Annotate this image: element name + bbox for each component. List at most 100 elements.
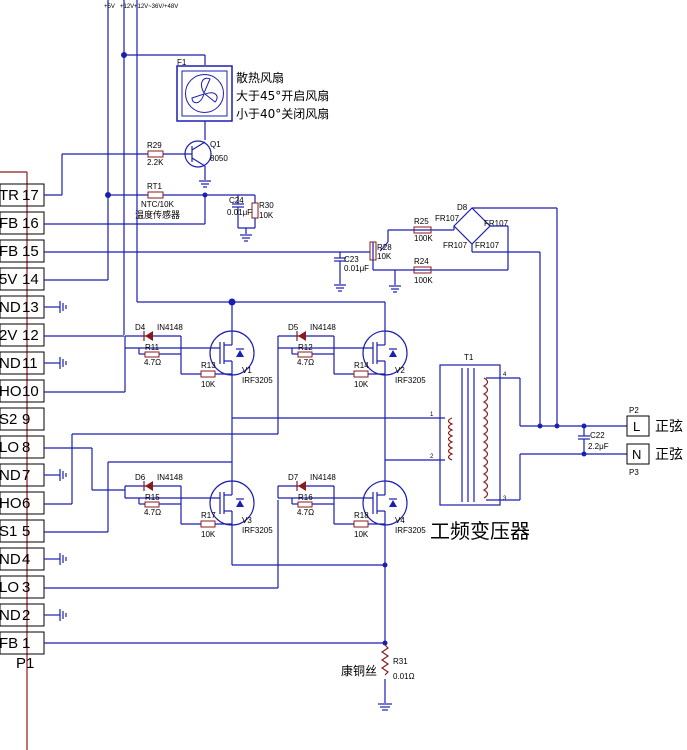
pin-number: 7 — [22, 467, 30, 484]
c22-ref: C22 — [590, 431, 605, 440]
pin-number: 16 — [22, 215, 39, 232]
pin-number: 10 — [22, 383, 39, 400]
r31-value: 0.01Ω — [393, 672, 415, 681]
r30-value: 10K — [259, 211, 274, 220]
c24-ref: C24 — [229, 196, 244, 205]
pin-number: 11 — [22, 355, 38, 372]
r24-value: 100K — [414, 276, 433, 285]
out-l-text: 正弦 — [655, 419, 683, 435]
h-bridge — [44, 298, 445, 646]
pulldown-resistor — [200, 370, 216, 378]
r30-ref: R30 — [259, 201, 274, 210]
pin-number: 5 — [22, 523, 30, 540]
pin-number: 15 — [22, 243, 39, 260]
r29-ref: R29 — [147, 141, 162, 150]
gate-resistor-value: 4.7Ω — [144, 358, 161, 367]
diode-ref: D6 — [135, 473, 146, 482]
gate-resistor-value: 4.7Ω — [144, 508, 161, 517]
gate-resistor-ref: R16 — [298, 493, 313, 502]
pulldown-resistor — [353, 520, 369, 528]
q1-transistor: Q1 8050 — [163, 140, 228, 188]
d8-diode-d: FR107 — [475, 241, 500, 250]
t1-pin1: 1 — [430, 412, 434, 418]
gate-resistor-ref: R15 — [145, 493, 160, 502]
diode-part: IN4148 — [157, 473, 183, 482]
gate-resistor-ref: R12 — [298, 343, 313, 352]
pin-number: 14 — [22, 271, 39, 288]
bridge-d8: D8 FR107 FR107 FR107 FR107 — [388, 203, 558, 426]
c23-value: 0.01μF — [344, 264, 369, 273]
fan-label-3: 小于40°关闭风扇 — [236, 106, 329, 121]
pulldown-value: 10K — [354, 380, 369, 389]
pin-number: 3 — [22, 579, 30, 596]
diode-part: IN4148 — [310, 473, 336, 482]
pin-number: 1 — [22, 635, 30, 652]
pin-name: HO — [0, 383, 22, 400]
rail-12v-label: +12V — [120, 4, 134, 10]
d8-ref: D8 — [457, 203, 468, 212]
t1-pin2: 2 — [430, 454, 434, 460]
shunt-r31: R31 0.01Ω 康铜丝 — [341, 644, 415, 711]
pin-name: LO — [0, 439, 19, 456]
power-rails: +5V +12V +12V~36V/+48V — [44, 0, 370, 337]
c23-ref: C23 — [344, 255, 359, 264]
fan-ref: F1 — [177, 58, 187, 67]
r31-note: 康铜丝 — [341, 663, 377, 678]
pin-number: 2 — [22, 607, 30, 624]
diode-symbol — [145, 481, 153, 491]
diode-symbol — [298, 331, 306, 341]
d8-diode-a: FR107 — [435, 214, 460, 223]
pin-number: 6 — [22, 495, 30, 512]
pin-name: ND — [0, 355, 21, 372]
pulldown-value: 10K — [201, 380, 216, 389]
pin-name: TR — [0, 187, 19, 204]
connector-ref: P1 — [16, 655, 34, 672]
rt1-ref: RT1 — [147, 182, 163, 191]
gate-resistor-value: 4.7Ω — [297, 358, 314, 367]
transformer-t1: T1 1 2 3 4 工频变压器 — [430, 353, 530, 543]
capacitor-c23: C23 0.01μF — [334, 252, 369, 292]
out-n-ref: P3 — [629, 468, 639, 477]
pin-number: 8 — [22, 439, 30, 456]
gate-resistor — [144, 351, 160, 358]
out-n-letter: N — [632, 447, 641, 462]
gate-resistor — [297, 351, 313, 358]
r25-value: 100K — [414, 234, 433, 243]
fan-f1: F1 散热风扇 大于45°开启风扇 小于40°关闭风扇 — [176, 58, 329, 140]
resistor-r29: R29 2.2K — [147, 141, 164, 167]
out-n-text: 正弦 — [655, 447, 683, 463]
diode-ref: D4 — [135, 323, 146, 332]
diode-ref: D5 — [288, 323, 299, 332]
mosfet-part: IRF3205 — [242, 376, 273, 385]
pin-name: 2V — [0, 327, 17, 344]
resistor-r24: R24 100K — [413, 257, 433, 285]
pulldown-ref: R13 — [201, 361, 216, 370]
r28-ref: R28 — [377, 243, 392, 252]
pulldown-value: 10K — [354, 530, 369, 539]
pulldown-ref: R17 — [201, 511, 216, 520]
pulldown-ref: R18 — [354, 511, 369, 520]
c24-value: 0.01μF — [227, 208, 252, 217]
d8-diode-c: FR107 — [443, 241, 468, 250]
rail-hv-label: +12V~36V/+48V — [134, 4, 178, 10]
q1-value: 8050 — [210, 154, 228, 163]
pin-name: FB — [0, 243, 18, 260]
pulldown-resistor — [353, 370, 369, 378]
ground-symbol — [199, 180, 211, 188]
gate-resistor-value: 4.7Ω — [297, 508, 314, 517]
pin-name: ND — [0, 467, 21, 484]
fan-label-1: 散热风扇 — [236, 70, 284, 85]
resistor-r30: R30 10K — [238, 195, 274, 242]
diode-symbol — [145, 331, 153, 341]
pin-number: 9 — [22, 411, 30, 428]
pin-number: 13 — [22, 299, 39, 316]
d8-diode-b: FR107 — [484, 219, 509, 228]
